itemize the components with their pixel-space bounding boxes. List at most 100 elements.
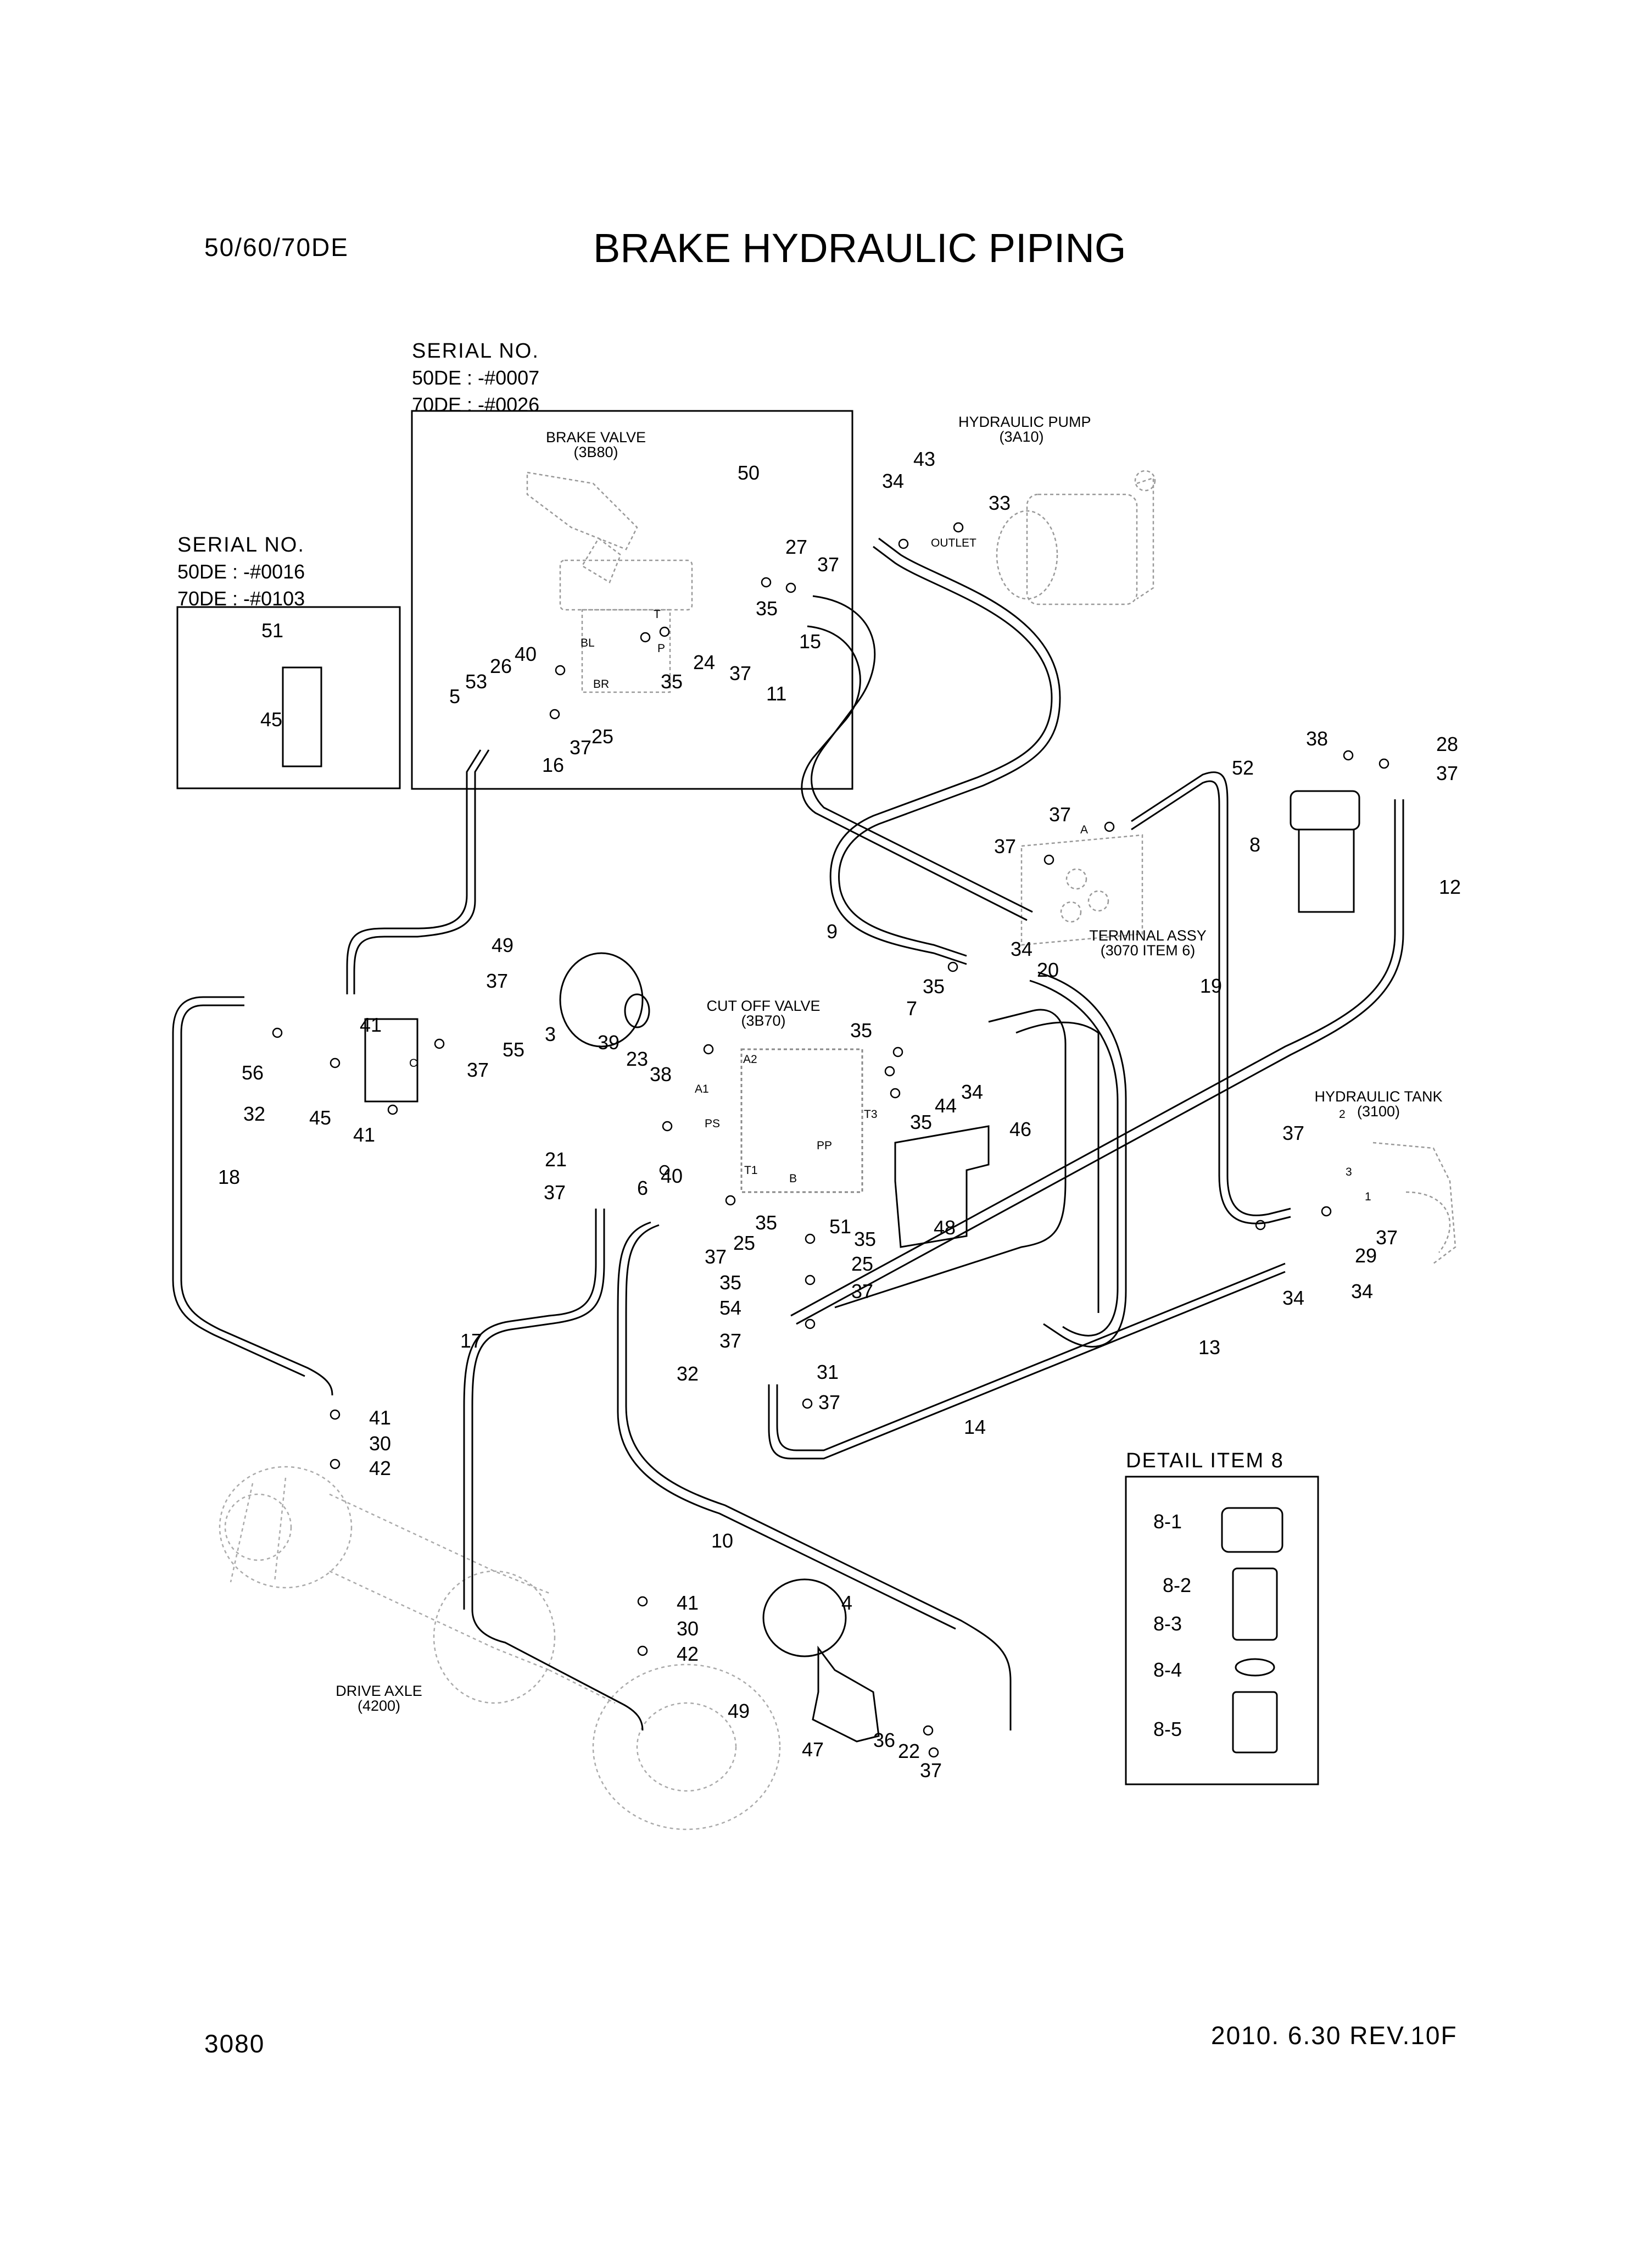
callout-number: 17	[460, 1329, 483, 1352]
callout-number: 9	[827, 920, 838, 943]
callout-number: 21	[545, 1148, 567, 1171]
cut-off-valve-caption: CUT OFF VALVE(3B70)	[706, 998, 821, 1029]
callout-number: 51	[261, 619, 284, 642]
port-label: BR	[593, 678, 610, 691]
port-label: P	[657, 642, 666, 655]
brake-valve-box	[411, 410, 853, 790]
callout-number: 49	[492, 934, 514, 956]
accumulators	[559, 952, 880, 1743]
callout-number: 37	[1376, 1226, 1398, 1249]
filter-8	[1290, 790, 1360, 913]
callout-number: 37	[994, 835, 1017, 858]
callout-number: 5	[449, 685, 461, 708]
callout-number: 37	[486, 970, 509, 992]
callout-number: 15	[799, 630, 822, 653]
callout-number: 38	[650, 1063, 672, 1086]
callout-number: 41	[360, 1014, 382, 1036]
callout-number: 34	[882, 470, 905, 492]
bracket-46	[894, 1125, 990, 1248]
serial-label: SERIAL NO.	[412, 340, 539, 363]
callout-number: 50	[738, 461, 760, 484]
callout-number: 37	[1436, 762, 1459, 784]
revision-date: 2010. 6.30 REV.10F	[1211, 2021, 1458, 2050]
callout-number: 13	[1198, 1336, 1221, 1359]
detail-callout: 8-4	[1153, 1659, 1182, 1681]
serial-line: 50DE : -#0016	[177, 560, 305, 583]
callout-number: 45	[260, 708, 283, 731]
callout-number: 36	[873, 1729, 896, 1751]
callout-number: 7	[906, 997, 918, 1020]
detail-callout: 8-2	[1163, 1574, 1192, 1596]
callout-number: 35	[756, 597, 778, 620]
callout-number: 26	[490, 655, 512, 677]
hoses	[172, 537, 1404, 1731]
detail-callout: 8-5	[1153, 1718, 1182, 1740]
callout-number: 35	[661, 670, 683, 693]
callout-number: 39	[598, 1031, 620, 1054]
port-label: 1	[1365, 1190, 1371, 1203]
callout-number: 10	[711, 1529, 734, 1552]
port-label: A	[1080, 823, 1089, 836]
hydraulic-tank-caption: HYDRAULIC TANK(3100)	[1314, 1088, 1443, 1120]
callout-number: 45	[309, 1106, 332, 1129]
alt-valve-box	[176, 606, 401, 789]
callout-number: 34	[1282, 1287, 1305, 1309]
brake-valve-caption: BRAKE VALVE(3B80)	[545, 429, 646, 460]
page-number: 3080	[204, 2029, 265, 2058]
callout-number: 24	[693, 651, 716, 674]
callout-number: 53	[465, 670, 488, 693]
port-label: 3	[1346, 1166, 1352, 1178]
hydraulic-tank-shape	[1372, 1142, 1456, 1264]
callout-number: 34	[1351, 1280, 1374, 1303]
model-label: 50/60/70DE	[204, 233, 349, 261]
port-label: PP	[817, 1139, 833, 1152]
callout-number: 25	[733, 1232, 756, 1254]
callout-number: 35	[923, 975, 945, 998]
terminal-assy-shape	[1020, 834, 1143, 946]
port-label: C	[409, 1057, 418, 1070]
hydraulic-pump-caption: HYDRAULIC PUMP(3A10)	[958, 414, 1091, 445]
callout-number: 55	[503, 1038, 525, 1061]
drive-axle-shape	[219, 1466, 781, 1830]
serial-label: SERIAL NO.	[177, 533, 305, 556]
callout-number: 28	[1436, 733, 1459, 755]
callout-number: 44	[935, 1094, 957, 1117]
callout-number: 4	[841, 1591, 853, 1614]
callout-number: 37	[544, 1181, 566, 1204]
callout-number: 35	[755, 1211, 778, 1234]
callout-number: 52	[1232, 756, 1254, 779]
callout-number: 41	[677, 1591, 699, 1614]
port-label: BL	[581, 637, 595, 649]
callout-number: 47	[802, 1738, 824, 1761]
callout-number: 12	[1439, 876, 1461, 898]
callout-number: 35	[854, 1228, 877, 1250]
callout-number: 37	[920, 1759, 942, 1782]
callout-number: 33	[989, 492, 1011, 514]
callout-number: 27	[785, 536, 808, 558]
callout-number: 30	[677, 1617, 699, 1640]
callout-number: 42	[369, 1457, 392, 1479]
serial-block-alt: SERIAL NO. 50DE : -#0016 70DE : -#0103	[177, 535, 305, 610]
page-title: BRAKE HYDRAULIC PIPING	[593, 225, 1126, 271]
callout-number: 48	[934, 1216, 956, 1239]
callout-number: 37	[1049, 803, 1071, 826]
callout-number: 34	[1011, 938, 1033, 960]
callout-number: 38	[1306, 727, 1329, 750]
terminal-assy-caption: TERMINAL ASSY(3070 ITEM 6)	[1089, 927, 1207, 959]
hydraulic-pump-shape	[996, 470, 1156, 605]
detail-box	[1125, 1476, 1319, 1785]
port-label: A2	[743, 1053, 757, 1066]
callout-number: 54	[719, 1296, 742, 1319]
callout-number: 37	[817, 553, 840, 576]
callout-number: 51	[829, 1215, 852, 1238]
detail-parts	[1221, 1507, 1283, 1754]
callout-number: 16	[542, 754, 565, 776]
callout-number: 3	[545, 1023, 556, 1045]
callout-number: 19	[1200, 975, 1223, 997]
port-label: T	[654, 608, 661, 621]
detail-callout: 8-1	[1153, 1510, 1182, 1533]
callout-number: 46	[1009, 1118, 1032, 1140]
port-label: A1	[695, 1083, 709, 1095]
callout-number: 30	[369, 1432, 392, 1455]
